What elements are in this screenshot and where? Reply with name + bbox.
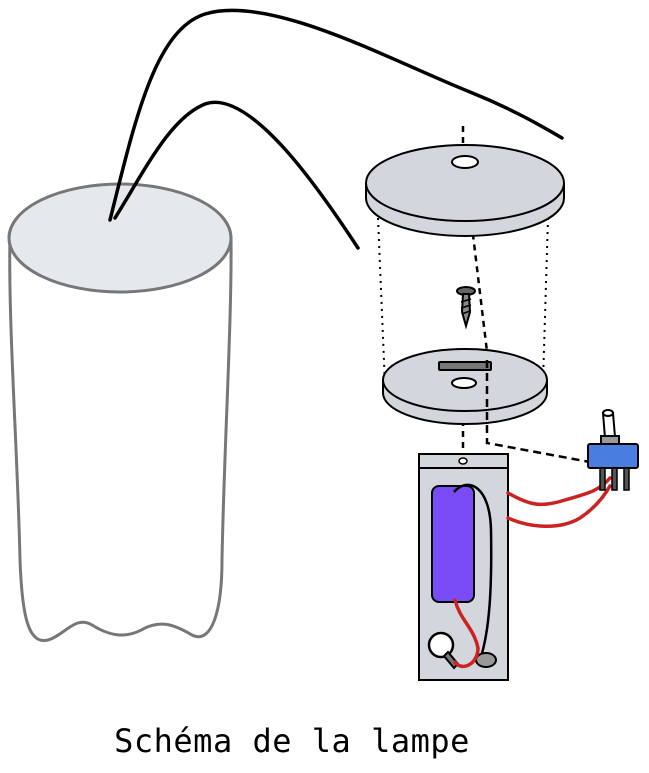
switch-pin-1 bbox=[599, 467, 606, 491]
bulb-icon bbox=[427, 631, 497, 670]
bottom-disc bbox=[382, 348, 548, 425]
assembly-axis bbox=[461, 126, 490, 452]
switch-pin-3 bbox=[623, 467, 630, 491]
bulb-socket bbox=[475, 652, 497, 668]
red-wire-battery-bulb bbox=[453, 598, 480, 669]
switch-body bbox=[587, 443, 639, 469]
lamp-shade-top bbox=[7, 182, 233, 294]
lamp-shade bbox=[7, 182, 233, 642]
screw-icon bbox=[456, 286, 476, 330]
diagram-caption: Schéma de la lampe bbox=[114, 722, 470, 760]
battery-box-hole bbox=[458, 457, 468, 465]
power-cord-outer bbox=[108, 8, 564, 222]
switch-pin-2 bbox=[611, 467, 618, 491]
red-wires bbox=[453, 476, 612, 669]
lamp-shade-body bbox=[8, 237, 233, 642]
red-wire-switch-1 bbox=[506, 476, 612, 507]
switch-link bbox=[485, 360, 591, 464]
bulb-glass bbox=[427, 631, 455, 659]
switch-icon bbox=[587, 409, 639, 491]
power-cord-inner bbox=[113, 100, 360, 250]
power-cord bbox=[108, 8, 564, 250]
top-disc bbox=[365, 144, 565, 237]
bottom-disc-bracket bbox=[438, 361, 492, 371]
red-wire-switch-2 bbox=[506, 484, 612, 528]
top-disc-face bbox=[365, 144, 565, 222]
top-disc-hole bbox=[451, 155, 479, 169]
battery-icon bbox=[431, 485, 475, 603]
internal-wire bbox=[453, 483, 493, 661]
bottom-disc-hole bbox=[451, 377, 477, 389]
